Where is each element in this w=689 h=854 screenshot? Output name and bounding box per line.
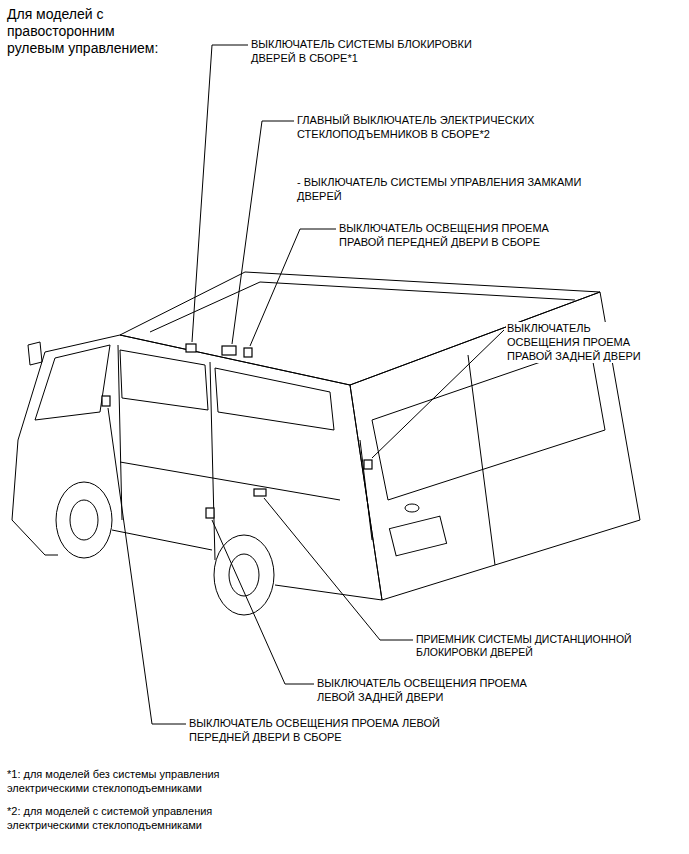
door-lock-switch (186, 344, 196, 352)
footnote: *1: для моделей без системы управления э… (6, 768, 273, 796)
door-line (210, 362, 215, 560)
part-label: ВЫКЛЮЧАТЕЛЬ ОСВЕЩЕНИЯ ПРОЕМА ПРАВОЙ ПЕРЕ… (338, 222, 588, 250)
leader-line (372, 330, 504, 458)
rear-window (372, 345, 605, 500)
leader-line (264, 498, 413, 640)
courtesy-switch (364, 460, 372, 469)
leader-line (108, 408, 186, 724)
van-front (12, 335, 120, 555)
windshield (35, 345, 110, 420)
leader-line (212, 520, 314, 684)
leader-line (192, 45, 248, 342)
leader-line (232, 121, 294, 344)
license-plate (389, 516, 446, 556)
receiver (254, 489, 266, 496)
leader-line (250, 229, 336, 346)
part-label: - ВЫКЛЮЧАТЕЛЬ СИСТЕМЫ УПРАВЛЕНИЯ ЗАМКАМИ… (296, 176, 598, 204)
part-label: ВЫКЛЮЧАТЕЛЬ СИСТЕМЫ БЛОКИРОВКИ ДВЕРЕЙ В … (250, 38, 514, 66)
part-label: ВЫКЛЮЧАТЕЛЬ ОСВЕЩЕНИЯ ПРОЕМА ЛЕВОЙ ПЕРЕД… (188, 717, 475, 745)
side-window (215, 368, 334, 430)
front-wheel (56, 482, 112, 558)
courtesy-switch (206, 508, 214, 518)
van-side (120, 335, 382, 600)
mirror (28, 342, 42, 365)
wheel-hub (70, 500, 98, 540)
part-label: ГЛАВНЫЙ ВЫКЛЮЧАТЕЛЬ ЭЛЕКТРИЧЕСКИХ СТЕКЛО… (296, 114, 598, 142)
footnote: *2: для моделей с системой управления эл… (6, 805, 273, 833)
rear-wheel (214, 535, 274, 615)
emblem (405, 504, 419, 512)
heading: Для моделей с правосторонним рулевым упр… (6, 6, 168, 57)
part-label: ВЫКЛЮЧАТЕЛЬ ОСВЕЩЕНИЯ ПРОЕМА ПРАВОЙ ЗАДН… (506, 322, 648, 363)
courtesy-switch (102, 396, 110, 406)
side-molding (120, 462, 340, 500)
door-line (360, 440, 372, 540)
body-line (45, 555, 58, 556)
part-label: ПРИЕМНИК СИСТЕМЫ ДИСТАНЦИОННОЙ БЛОКИРОВК… (415, 633, 657, 659)
side-window (120, 350, 208, 410)
part-label: ВЫКЛЮЧАТЕЛЬ ОСВЕЩЕНИЯ ПРОЕМА ЛЕВОЙ ЗАДНЕ… (316, 677, 563, 705)
rear-door-line (468, 355, 495, 565)
courtesy-switch (244, 348, 252, 357)
power-window-switch (222, 346, 236, 355)
wheel-hub (229, 554, 259, 596)
